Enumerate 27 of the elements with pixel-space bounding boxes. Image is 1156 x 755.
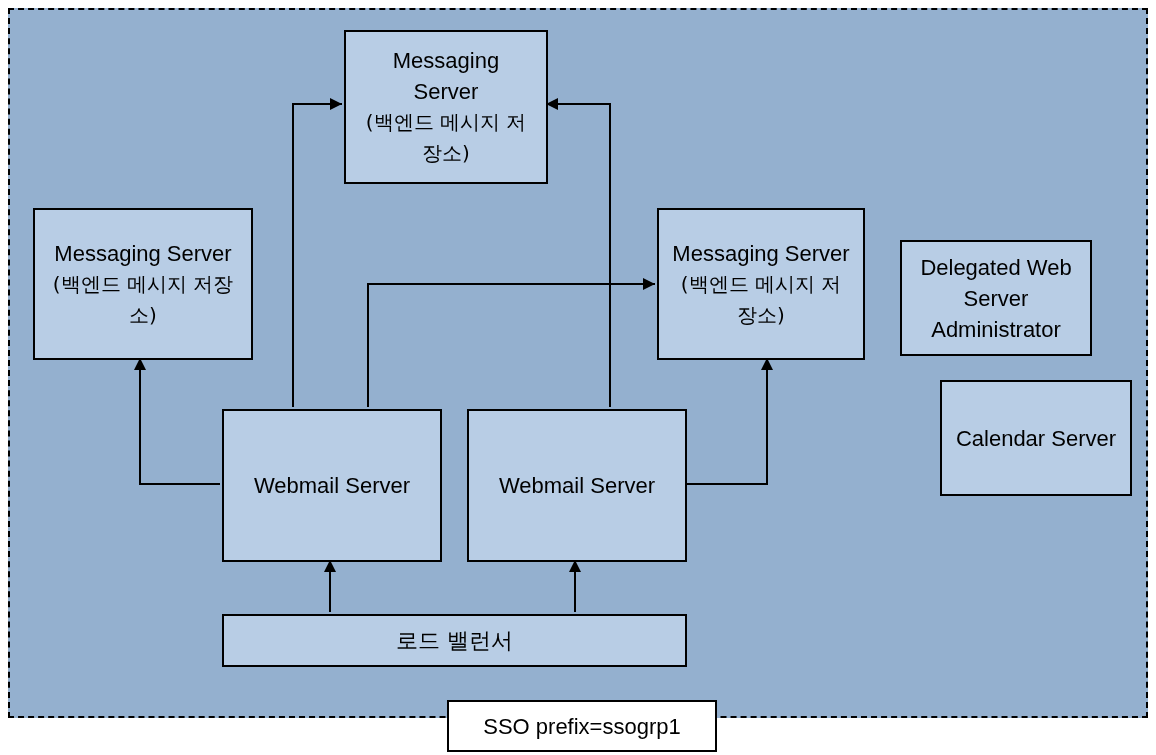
server-name: Messaging Server: [391, 47, 501, 106]
server-box: [657, 208, 865, 360]
arrow: [569, 559, 581, 613]
server-box: [900, 240, 1092, 356]
server-description: (백엔드 메시지 저장소): [364, 109, 528, 167]
server-box: [940, 380, 1132, 496]
arrow: [545, 98, 611, 408]
server-box: [222, 409, 442, 562]
server-name: Webmail Server: [498, 472, 656, 500]
group-label: SSO prefix=ssogrp1: [447, 700, 717, 752]
arrow: [367, 278, 656, 408]
arrow: [134, 357, 221, 485]
server-name: Messaging Server: [672, 239, 850, 268]
server-name: Calendar Server: [955, 424, 1117, 453]
server-name: Messaging Server: [54, 239, 232, 268]
server-box: [222, 614, 687, 667]
arrow: [324, 559, 336, 613]
server-box: [467, 409, 687, 562]
server-description: (백엔드 메시지 저장소): [679, 270, 843, 329]
server-name: Webmail Server: [253, 472, 411, 500]
arrow: [684, 357, 773, 485]
server-description: (백엔드 메시지 저장소): [51, 270, 235, 329]
arrow: [292, 98, 343, 408]
server-name: 로드 밸런서: [396, 627, 513, 655]
server-name: Delegated Web Server Administrator: [919, 253, 1073, 344]
server-box: [344, 30, 548, 184]
server-box: [33, 208, 253, 360]
